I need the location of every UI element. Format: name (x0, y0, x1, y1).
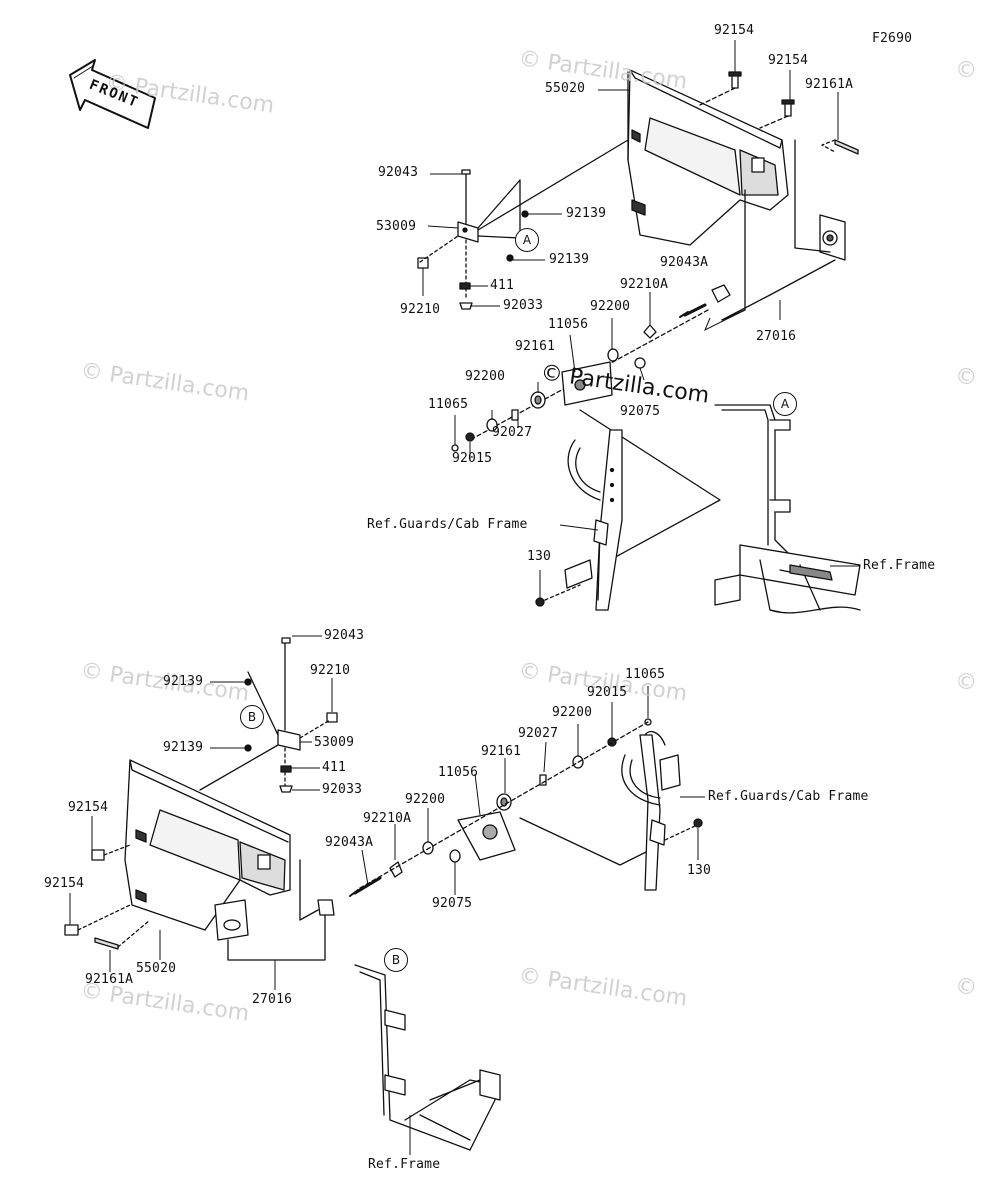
label-92139: 92139 (163, 740, 204, 755)
label-ref-guards: Ref.Guards/Cab Frame (708, 789, 869, 804)
watermark: © (953, 56, 979, 85)
label-92210: 92210 (400, 302, 441, 317)
bottom-ref-frame (354, 964, 501, 1151)
label-92027: 92027 (518, 726, 559, 741)
label-92154: 92154 (714, 23, 755, 38)
label-92210a: 92210A (620, 277, 669, 292)
label-11065: 11065 (625, 667, 666, 682)
label-92043a: 92043A (660, 255, 709, 270)
top-cover-55020 (627, 69, 789, 246)
watermark: © Partzilla.com (79, 358, 251, 407)
label-92139: 92139 (163, 674, 204, 689)
callout-b: B (240, 705, 264, 729)
label-92161a: 92161A (805, 77, 854, 92)
callout-b-frame: B (384, 948, 408, 972)
label-130: 130 (527, 549, 552, 564)
label-130: 130 (687, 863, 712, 878)
watermark-dark: © Partzilla.com (539, 360, 711, 409)
bottom-screws-92154 (64, 844, 151, 950)
label-92043: 92043 (324, 628, 365, 643)
watermark: © (953, 973, 979, 1002)
label-11065: 11065 (428, 397, 469, 412)
top-screws-92154 (699, 71, 795, 129)
label-411: 411 (322, 760, 347, 775)
label-55020: 55020 (136, 961, 177, 976)
label-53009: 53009 (376, 219, 417, 234)
label-411: 411 (490, 278, 515, 293)
label-92200: 92200 (552, 705, 593, 720)
label-92139: 92139 (549, 252, 590, 267)
label-ref-frame: Ref.Frame (863, 558, 936, 573)
label-92027: 92027 (492, 425, 533, 440)
label-92154: 92154 (44, 876, 85, 891)
figure-code: F2690 (872, 31, 913, 46)
label-92154: 92154 (68, 800, 109, 815)
watermark: © Partzilla.com (517, 963, 689, 1012)
label-92161: 92161 (481, 744, 522, 759)
label-92200: 92200 (405, 792, 446, 807)
label-ref-guards: Ref.Guards/Cab Frame (367, 517, 528, 532)
watermark: © (953, 363, 979, 392)
label-92075: 92075 (620, 404, 661, 419)
label-55020: 55020 (545, 81, 586, 96)
label-92210a: 92210A (363, 811, 412, 826)
label-92015: 92015 (452, 451, 493, 466)
top-guard-frame (535, 429, 623, 611)
label-92015: 92015 (587, 685, 628, 700)
label-92033: 92033 (322, 782, 363, 797)
label-11056: 11056 (438, 765, 479, 780)
watermark: © (953, 668, 979, 697)
label-92154: 92154 (768, 53, 809, 68)
bottom-cover-55020 (124, 759, 291, 931)
label-27016: 27016 (252, 992, 293, 1007)
label-92139: 92139 (566, 206, 607, 221)
label-92043a: 92043A (325, 835, 374, 850)
label-92033: 92033 (503, 298, 544, 313)
label-92161a: 92161A (85, 972, 134, 987)
label-27016: 27016 (756, 329, 797, 344)
callout-a-frame: A (773, 392, 797, 416)
watermark: © Partzilla.com (517, 46, 689, 95)
top-fastener-chain (451, 303, 721, 561)
label-ref-frame: Ref.Frame (368, 1157, 441, 1172)
label-92200: 92200 (465, 369, 506, 384)
label-92200: 92200 (590, 299, 631, 314)
label-92075: 92075 (432, 896, 473, 911)
bottom-guard-frame (621, 731, 703, 891)
top-hinge-53009 (417, 139, 629, 310)
bottom-lamp-27016 (214, 859, 335, 961)
top-lamp-27016 (711, 139, 846, 321)
label-11056: 11056 (548, 317, 589, 332)
callout-a: A (515, 228, 539, 252)
label-53009: 53009 (314, 735, 355, 750)
label-92161: 92161 (515, 339, 556, 354)
bottom-fastener-chain (349, 718, 652, 897)
label-92210: 92210 (310, 663, 351, 678)
top-ref-frame (714, 404, 861, 614)
front-arrow-icon (69, 59, 156, 129)
label-92043: 92043 (378, 165, 419, 180)
